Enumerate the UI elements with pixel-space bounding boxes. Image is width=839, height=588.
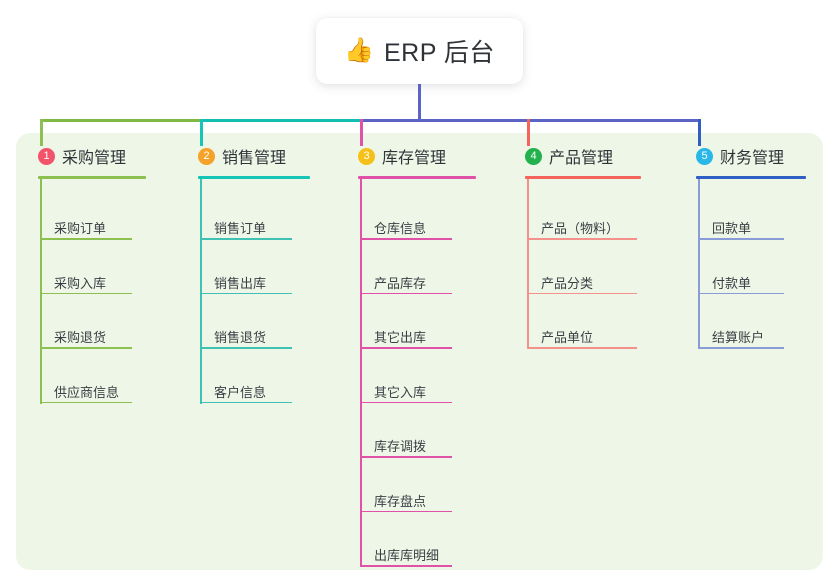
leaf-item[interactable]: 采购订单 <box>54 221 107 236</box>
bus-segment-teal <box>200 119 363 122</box>
leaf-item-rule <box>40 347 132 349</box>
leaf-item[interactable]: 销售退货 <box>214 330 267 345</box>
column-header-1[interactable]: 1 采购管理 <box>38 145 126 167</box>
leaf-item[interactable]: 其它出库 <box>374 330 427 345</box>
column-spine-1 <box>40 179 42 404</box>
leaf-item-rule <box>360 456 452 458</box>
column-5: 5 财务管理 <box>696 145 784 167</box>
leaf-item[interactable]: 销售出库 <box>214 275 267 291</box>
bus-drop-3 <box>360 119 363 146</box>
column-1: 1 采购管理 <box>38 145 126 167</box>
leaf-item[interactable]: 产品库存 <box>374 275 427 291</box>
bus-drop-4 <box>527 119 530 146</box>
leaf-item[interactable]: 产品（物料） <box>541 221 620 236</box>
leaf-item-rule <box>698 292 784 295</box>
leaf-item-rule <box>698 347 784 349</box>
column-4: 4 产品管理 <box>525 145 613 167</box>
leaf-item-rule <box>200 292 292 295</box>
column-header-5[interactable]: 5 财务管理 <box>696 145 784 167</box>
leaf-item[interactable]: 销售订单 <box>214 221 267 236</box>
column-rule-5 <box>696 176 806 179</box>
column-badge-5: 5 <box>696 147 713 165</box>
column-rule-1 <box>38 176 146 179</box>
root-node[interactable]: 👍 ERP 后台 <box>316 18 523 84</box>
leaf-item[interactable]: 供应商信息 <box>54 384 120 400</box>
leaf-item[interactable]: 仓库信息 <box>374 221 427 236</box>
leaf-item-rule <box>360 292 452 295</box>
leaf-item-rule <box>200 238 292 240</box>
column-title-1: 采购管理 <box>62 150 127 167</box>
column-spine-5 <box>698 179 700 349</box>
column-title-4: 产品管理 <box>549 150 614 167</box>
leaf-item-rule <box>360 565 452 567</box>
column-badge-1: 1 <box>38 147 55 165</box>
leaf-item[interactable]: 库存调拨 <box>374 439 427 454</box>
column-header-4[interactable]: 4 产品管理 <box>525 145 613 167</box>
bus-drop-1 <box>40 119 43 146</box>
column-spine-2 <box>200 179 202 404</box>
root-stem <box>417 84 421 122</box>
leaf-item[interactable]: 出库库明细 <box>374 548 440 563</box>
column-badge-3: 3 <box>358 147 375 165</box>
column-title-3: 库存管理 <box>382 150 447 167</box>
column-rule-3 <box>358 176 476 179</box>
leaf-item-rule <box>40 401 132 404</box>
leaf-item-rule <box>360 510 452 513</box>
leaf-item-rule <box>40 292 132 295</box>
bus-drop-5 <box>698 119 701 146</box>
diagram-panel <box>16 133 823 570</box>
column-badge-4: 4 <box>525 147 542 165</box>
leaf-item[interactable]: 产品单位 <box>541 330 594 345</box>
bus-drop-2 <box>200 119 203 146</box>
leaf-item[interactable]: 采购退货 <box>54 330 107 345</box>
column-spine-3 <box>360 179 362 567</box>
leaf-item-rule <box>200 347 292 349</box>
leaf-item-rule <box>360 238 452 240</box>
leaf-item-rule <box>527 238 637 240</box>
leaf-item[interactable]: 库存盘点 <box>374 493 427 509</box>
leaf-item-rule <box>527 347 637 349</box>
leaf-item[interactable]: 其它入库 <box>374 384 427 400</box>
bus-segment-indigo <box>360 119 701 122</box>
column-3: 3 库存管理 <box>358 145 446 167</box>
root-node-title: ERP 后台 <box>383 39 495 67</box>
leaf-item[interactable]: 回款单 <box>712 221 752 236</box>
column-badge-2: 2 <box>198 147 215 165</box>
column-header-3[interactable]: 3 库存管理 <box>358 145 446 167</box>
thumbs-up-icon: 👍 <box>344 37 374 64</box>
column-rule-4 <box>525 176 641 179</box>
column-title-5: 财务管理 <box>720 150 785 167</box>
leaf-item-rule <box>200 401 292 404</box>
column-rule-2 <box>198 176 310 179</box>
leaf-item[interactable]: 客户信息 <box>214 384 267 400</box>
leaf-item[interactable]: 采购入库 <box>54 275 107 291</box>
leaf-item-rule <box>360 347 452 349</box>
column-header-2[interactable]: 2 销售管理 <box>198 145 286 167</box>
column-2: 2 销售管理 <box>198 145 286 167</box>
leaf-item[interactable]: 产品分类 <box>541 275 594 291</box>
leaf-item[interactable]: 付款单 <box>712 275 752 291</box>
leaf-item-rule <box>360 401 452 404</box>
leaf-item-rule <box>40 238 132 240</box>
column-title-2: 销售管理 <box>222 150 287 167</box>
column-spine-4 <box>527 179 529 349</box>
leaf-item-rule <box>698 238 784 240</box>
leaf-item[interactable]: 结算账户 <box>712 330 765 345</box>
bus-segment-green <box>40 119 203 122</box>
leaf-item-rule <box>527 292 637 295</box>
